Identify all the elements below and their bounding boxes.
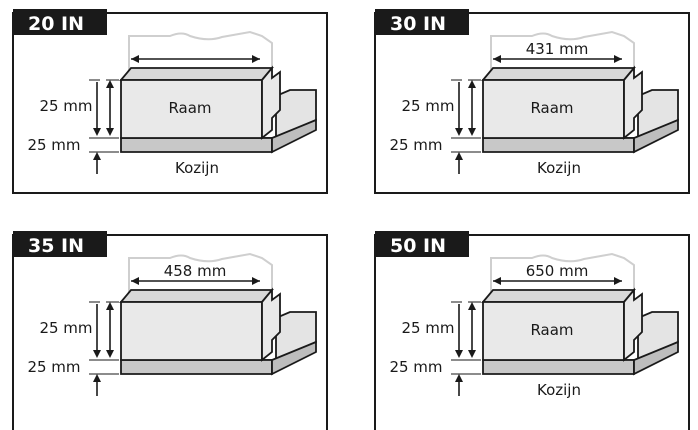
frame-height-dimension xyxy=(89,151,119,174)
size-label: 35 IN xyxy=(28,235,84,257)
tv-outline xyxy=(128,30,273,72)
raam-shape xyxy=(481,287,643,362)
size-label: 50 IN xyxy=(390,235,446,257)
window-label: Raam xyxy=(168,99,211,117)
height-label: 25 mm xyxy=(39,97,92,115)
height-dimension xyxy=(451,301,481,361)
panel-35in-diagram: 35 IN 458 mm xyxy=(12,231,328,430)
panel-50in-diagram: 50 IN 650 mm Raam xyxy=(374,231,690,430)
tv-outline xyxy=(490,30,635,72)
tv-outline xyxy=(128,252,273,294)
frame-height-label: 25 mm xyxy=(389,358,442,376)
size-label: 20 IN xyxy=(28,13,84,35)
frame-label: Kozijn xyxy=(537,381,581,399)
frame-label: Kozijn xyxy=(175,159,219,177)
height-dimension xyxy=(89,301,119,361)
height-dimension xyxy=(451,79,481,139)
frame-label: Kozijn xyxy=(537,159,581,177)
height-label: 25 mm xyxy=(401,97,454,115)
width-arrow xyxy=(131,55,260,63)
height-dimension xyxy=(89,79,119,139)
height-label: 25 mm xyxy=(401,319,454,337)
frame-height-dimension xyxy=(451,151,481,174)
window-label: Raam xyxy=(530,99,573,117)
size-label: 30 IN xyxy=(390,13,446,35)
size-tab xyxy=(13,9,107,35)
panel-30in-diagram: 30 IN 431 mm Raam xyxy=(374,9,690,194)
size-tab xyxy=(375,231,469,257)
frame-height-dimension xyxy=(451,373,481,396)
window-label: Raam xyxy=(530,321,573,339)
tv-outline xyxy=(490,252,635,294)
width-label: 458 mm xyxy=(164,262,227,280)
panel-20in-diagram: 20 IN Raam xyxy=(12,9,328,194)
frame-height-dimension xyxy=(89,373,119,396)
size-tab xyxy=(13,231,107,257)
width-label: 650 mm xyxy=(526,262,589,280)
raam-shape xyxy=(481,65,643,140)
raam-shape xyxy=(119,287,281,362)
frame-height-label: 25 mm xyxy=(27,136,80,154)
height-label: 25 mm xyxy=(39,319,92,337)
width-arrow xyxy=(131,277,260,285)
frame-height-label: 25 mm xyxy=(27,358,80,376)
width-label: 431 mm xyxy=(526,40,589,58)
width-arrow xyxy=(493,277,622,285)
width-arrow xyxy=(493,55,622,63)
size-tab xyxy=(375,9,469,35)
frame-height-label: 25 mm xyxy=(389,136,442,154)
raam-shape xyxy=(119,65,281,140)
